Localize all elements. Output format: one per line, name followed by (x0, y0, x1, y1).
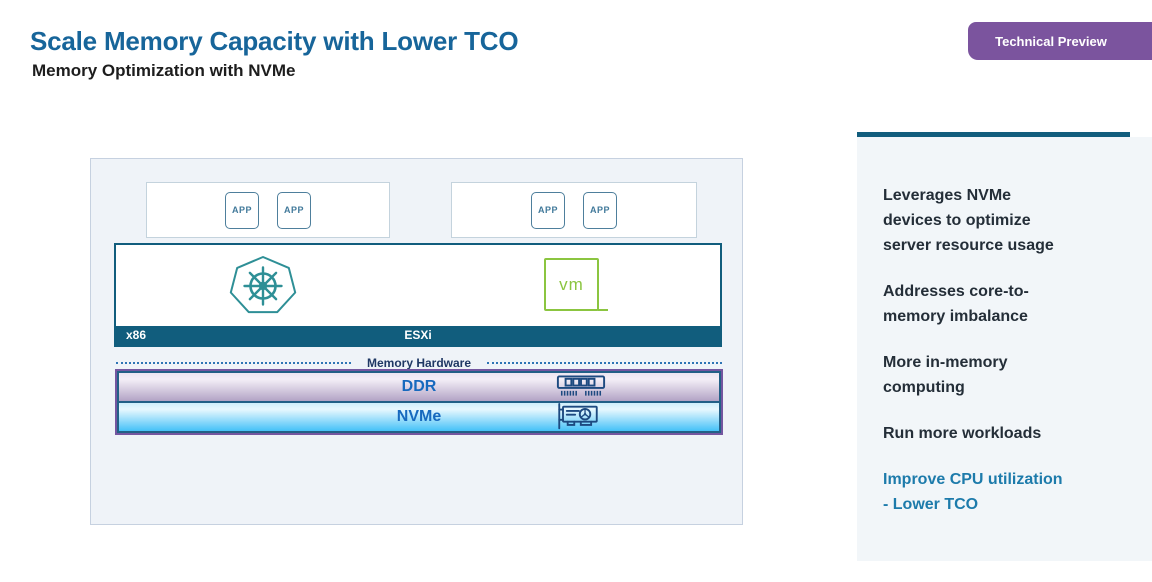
app-tile: APP (583, 191, 617, 229)
vm-label: vm (559, 274, 584, 294)
app-label: APP (231, 205, 252, 215)
memory-hardware-label: Memory Hardware (366, 356, 472, 370)
esxi-host-box: vm x86 ESXi (114, 243, 722, 347)
app-group-left: APP APP (146, 182, 390, 238)
bullet-leverages-nvme: Leverages NVMe devices to optimize serve… (883, 187, 1054, 254)
x86-label: x86 (126, 328, 147, 342)
app-group-right: APP APP (451, 182, 697, 238)
app-label: APP (283, 205, 304, 215)
architecture-diagram: APP APP APP APP (90, 158, 743, 525)
app-tile: APP (531, 191, 565, 229)
nvme-label: NVMe (396, 408, 442, 425)
page-subtitle: Memory Optimization with NVMe (32, 61, 296, 80)
memory-hardware-divider: Memory Hardware (116, 355, 723, 371)
technical-preview-badge: Technical Preview (968, 22, 1152, 60)
app-tile: APP (277, 191, 311, 229)
sidebar-bullets: Leverages NVMe devices to optimize serve… (883, 183, 1131, 538)
sidebar-accent-bar (857, 132, 1130, 137)
ddr-label: DDR (401, 378, 437, 395)
page-title: Scale Memory Capacity with Lower TCO (30, 26, 519, 56)
bullet-in-memory-computing: More in-memory computing (883, 354, 1008, 396)
dotted-line-left (116, 362, 351, 364)
kubernetes-wheel-icon (228, 255, 298, 322)
accelerator-card-icon (555, 402, 601, 432)
esxi-label: ESXi (404, 328, 432, 342)
bullet-cpu-utilization: Improve CPU utilization - Lower TCO (883, 471, 1063, 513)
app-label: APP (589, 205, 610, 215)
app-label: APP (537, 205, 558, 215)
memory-layer-ddr: DDR (117, 371, 721, 402)
badge-label: Technical Preview (995, 33, 1107, 49)
bullet-more-workloads: Run more workloads (883, 425, 1042, 442)
dotted-line-right (487, 362, 723, 364)
app-tile: APP (225, 191, 259, 229)
sidebar-panel: Leverages NVMe devices to optimize serve… (857, 137, 1152, 561)
vm-logo-box: vm (544, 258, 608, 311)
host-platform-bar: x86 ESXi (116, 326, 720, 345)
bullet-core-to-memory: Addresses core-to- memory imbalance (883, 283, 1029, 325)
memory-stack: DDR (115, 369, 723, 435)
memory-layer-nvme: NVMe (117, 402, 721, 433)
ram-module-icon (555, 374, 607, 401)
